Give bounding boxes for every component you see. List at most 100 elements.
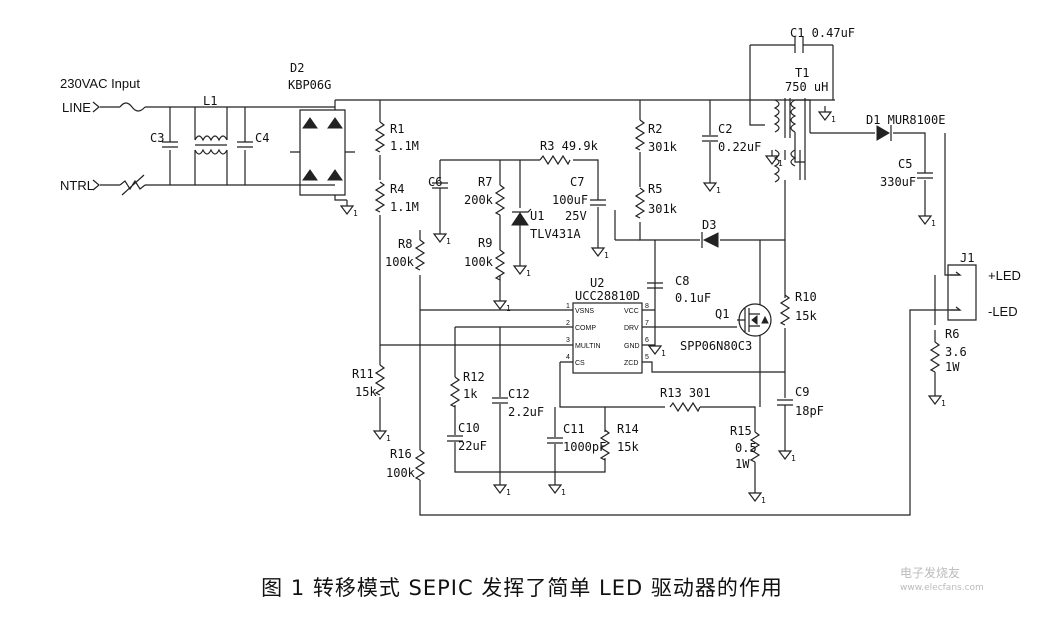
value-R7: 200k [464,193,494,207]
label-R9: R9 [478,236,492,250]
value-R11: 15k [355,385,377,399]
label-R16: R16 [390,447,412,461]
label-C6: C6 [428,175,442,189]
label-R4: R4 [390,182,404,196]
fuse [119,102,146,112]
capacitor-C1 [794,37,804,53]
value-R4: 1.1M [390,200,419,214]
label-D3: D3 [702,218,716,232]
label-R14: R14 [617,422,639,436]
voltage-C7: 25V [565,209,587,223]
label-J1: J1 [960,251,974,265]
value-T1: 750 uH [785,80,828,94]
label-C7: C7 [570,175,584,189]
svg-text:GND: GND [624,343,640,350]
label-C8: C8 [675,274,689,288]
svg-text:CS: CS [575,360,585,367]
value-C7: 100uF [552,193,588,207]
label-T1: T1 [795,66,809,80]
inductor-L1 [194,107,228,185]
value-R15: 0.5 [735,441,757,455]
watermark: 电子发烧友 www.elecfans.com [900,566,984,596]
value-U1: TLV431A [530,227,581,241]
svg-text:COMP: COMP [575,325,596,332]
value-R1: 1.1M [390,139,419,153]
label-D2: D2 [290,61,304,75]
value-D2: KBP06G [288,78,331,92]
label-U2: U2 [590,276,604,290]
value-R10: 15k [795,309,817,323]
ground-symbols [340,105,947,506]
label-C4: C4 [255,131,269,145]
value-R12: 1k [463,387,478,401]
svg-text:MULTIN: MULTIN [575,343,601,350]
diode-D3 [701,232,719,248]
value-C11: 1000pF [563,440,606,454]
label-R6: R6 [945,327,959,341]
label-R15: R15 [730,424,752,438]
label-plus-led: +LED [988,268,1021,283]
label-R13: R13 301 [660,386,711,400]
label-R10: R10 [795,290,817,304]
svg-text:DRV: DRV [624,325,639,332]
value-Q1: SPP06N80C3 [680,339,752,353]
figure-caption: 图 1 转移模式 SEPIC 发挥了简单 LED 驱动器的作用 [261,576,783,600]
svg-text:3: 3 [566,337,570,344]
connector-J1 [947,264,977,321]
value-R8: 100k [385,255,415,269]
watermark-name: 电子发烧友 [900,566,961,580]
value-C9: 18pF [795,404,824,418]
label-R2: R2 [648,122,662,136]
label-R12: R12 [463,370,485,384]
label-C12: C12 [508,387,530,401]
svg-text:8: 8 [645,303,649,310]
value-C2: 0.22uF [718,140,761,154]
mosfet-Q1 [737,303,772,337]
value-C12: 2.2uF [508,405,544,419]
bridge-rectifier-D2 [290,109,355,196]
neutral-label: NTRL [60,178,94,193]
value-C10: 22uF [458,439,487,453]
shunt-regulator-U1 [511,208,532,226]
label-R5: R5 [648,182,662,196]
watermark-site: www.elecfans.com [900,583,984,593]
input-arrows [92,101,100,191]
label-Q1: Q1 [715,307,729,321]
transformer-T1 [773,98,811,183]
label-R8: R8 [398,237,412,251]
wires [100,44,960,516]
label-D1: D1 MUR8100E [866,113,945,127]
label-C1: C1 0.47uF [790,26,855,40]
value-C8: 0.1uF [675,291,711,305]
svg-text:4: 4 [566,354,570,361]
label-C5: C5 [898,157,912,171]
thermistor [119,174,146,196]
label-R1: R1 [390,122,404,136]
controller-U2 [572,302,643,374]
value-R16: 100k [386,466,416,480]
power-R15: 1W [735,457,750,471]
value-R6: 3.6 [945,345,967,359]
label-R7: R7 [478,175,492,189]
svg-text:7: 7 [645,320,649,327]
label-C10: C10 [458,421,480,435]
circuit-schematic: 1 [60,26,1021,516]
label-R11: R11 [352,367,374,381]
line-label: LINE [62,100,91,115]
svg-text:5: 5 [645,354,649,361]
svg-text:6: 6 [645,337,649,344]
value-R9: 100k [464,255,494,269]
value-R14: 15k [617,440,639,454]
label-R3: R3 49.9k [540,139,599,153]
label-minus-led: -LED [988,304,1018,319]
svg-text:1: 1 [566,303,570,310]
value-U2: UCC28810D [575,289,640,303]
input-title: 230VAC Input [60,76,140,91]
svg-text:2: 2 [566,320,570,327]
label-C11: C11 [563,422,585,436]
label-C2: C2 [718,122,732,136]
value-C5: 330uF [880,175,916,189]
label-U1: U1 [530,209,544,223]
